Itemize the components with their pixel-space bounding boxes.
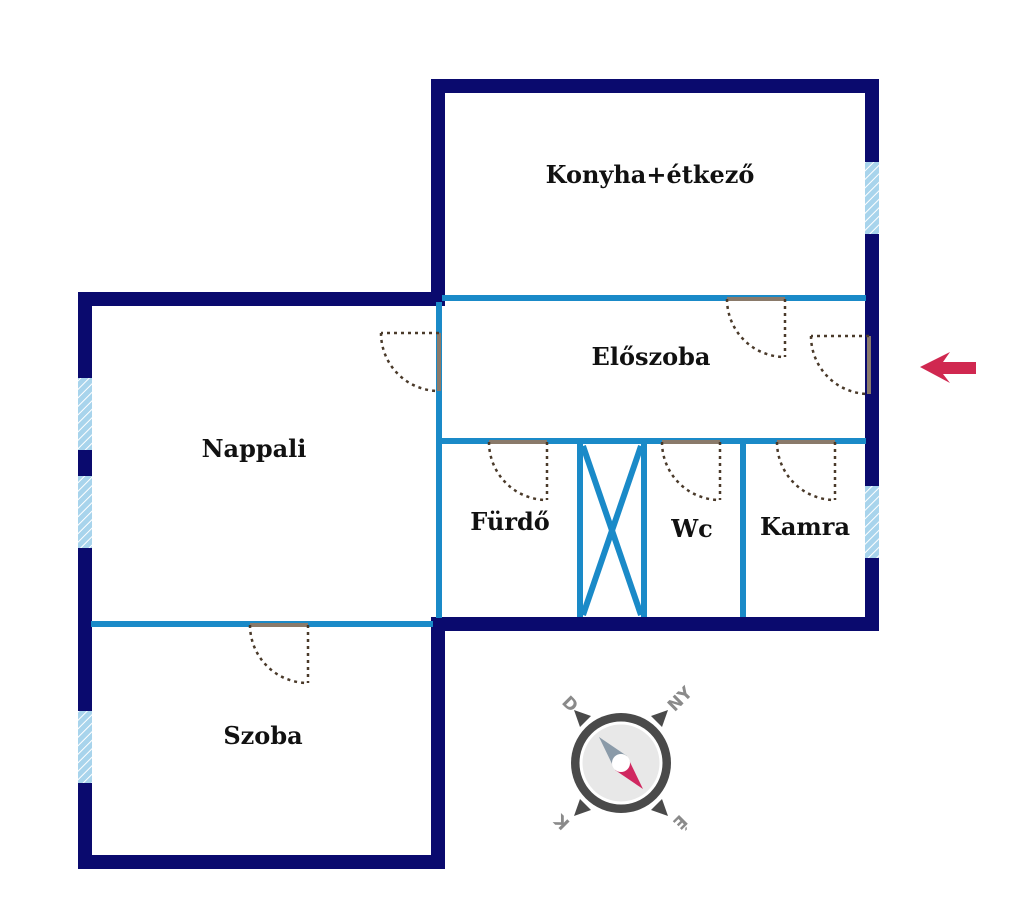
outer-wall-top-block <box>431 79 879 631</box>
door-bedroom <box>248 623 310 685</box>
compass-tick-sw <box>574 799 591 816</box>
shaft-cross-b <box>580 445 644 616</box>
door-wc <box>660 440 722 502</box>
compass-label-east: É <box>668 810 692 834</box>
door-bathroom <box>487 440 549 502</box>
window-living-upper <box>78 378 92 450</box>
room-label-hall: Előszoba <box>592 342 711 371</box>
compass-label-south: K <box>550 809 574 833</box>
window-living-lower <box>78 476 92 548</box>
entrance-arrow-icon <box>920 352 976 383</box>
window-kitchen <box>865 162 879 234</box>
door-entrance <box>809 334 871 396</box>
window-bedroom <box>78 711 92 783</box>
compass-tick-ne <box>651 710 668 727</box>
door-living <box>379 331 441 393</box>
room-labels: Konyha+étkező Előszoba Nappali Fürdő Wc … <box>202 160 850 750</box>
compass-label-north: NY <box>664 683 697 716</box>
doors <box>248 297 871 685</box>
room-label-bathroom: Fürdő <box>470 507 550 536</box>
outer-walls <box>78 79 879 869</box>
windows <box>78 162 879 783</box>
room-label-pantry: Kamra <box>760 512 850 541</box>
compass-tick-se <box>651 799 668 816</box>
window-pantry <box>865 486 879 558</box>
door-pantry <box>775 440 837 502</box>
room-label-wc: Wc <box>670 514 713 543</box>
room-label-kitchen: Konyha+étkező <box>546 160 755 189</box>
outer-wall-left-block <box>78 292 445 869</box>
compass-pivot <box>612 754 630 772</box>
room-label-bedroom: Szoba <box>223 721 302 750</box>
room-label-living: Nappali <box>202 434 307 463</box>
door-kitchen <box>725 297 787 359</box>
compass-tick-nw <box>574 710 591 727</box>
compass-icon: NY D K É <box>550 683 697 835</box>
